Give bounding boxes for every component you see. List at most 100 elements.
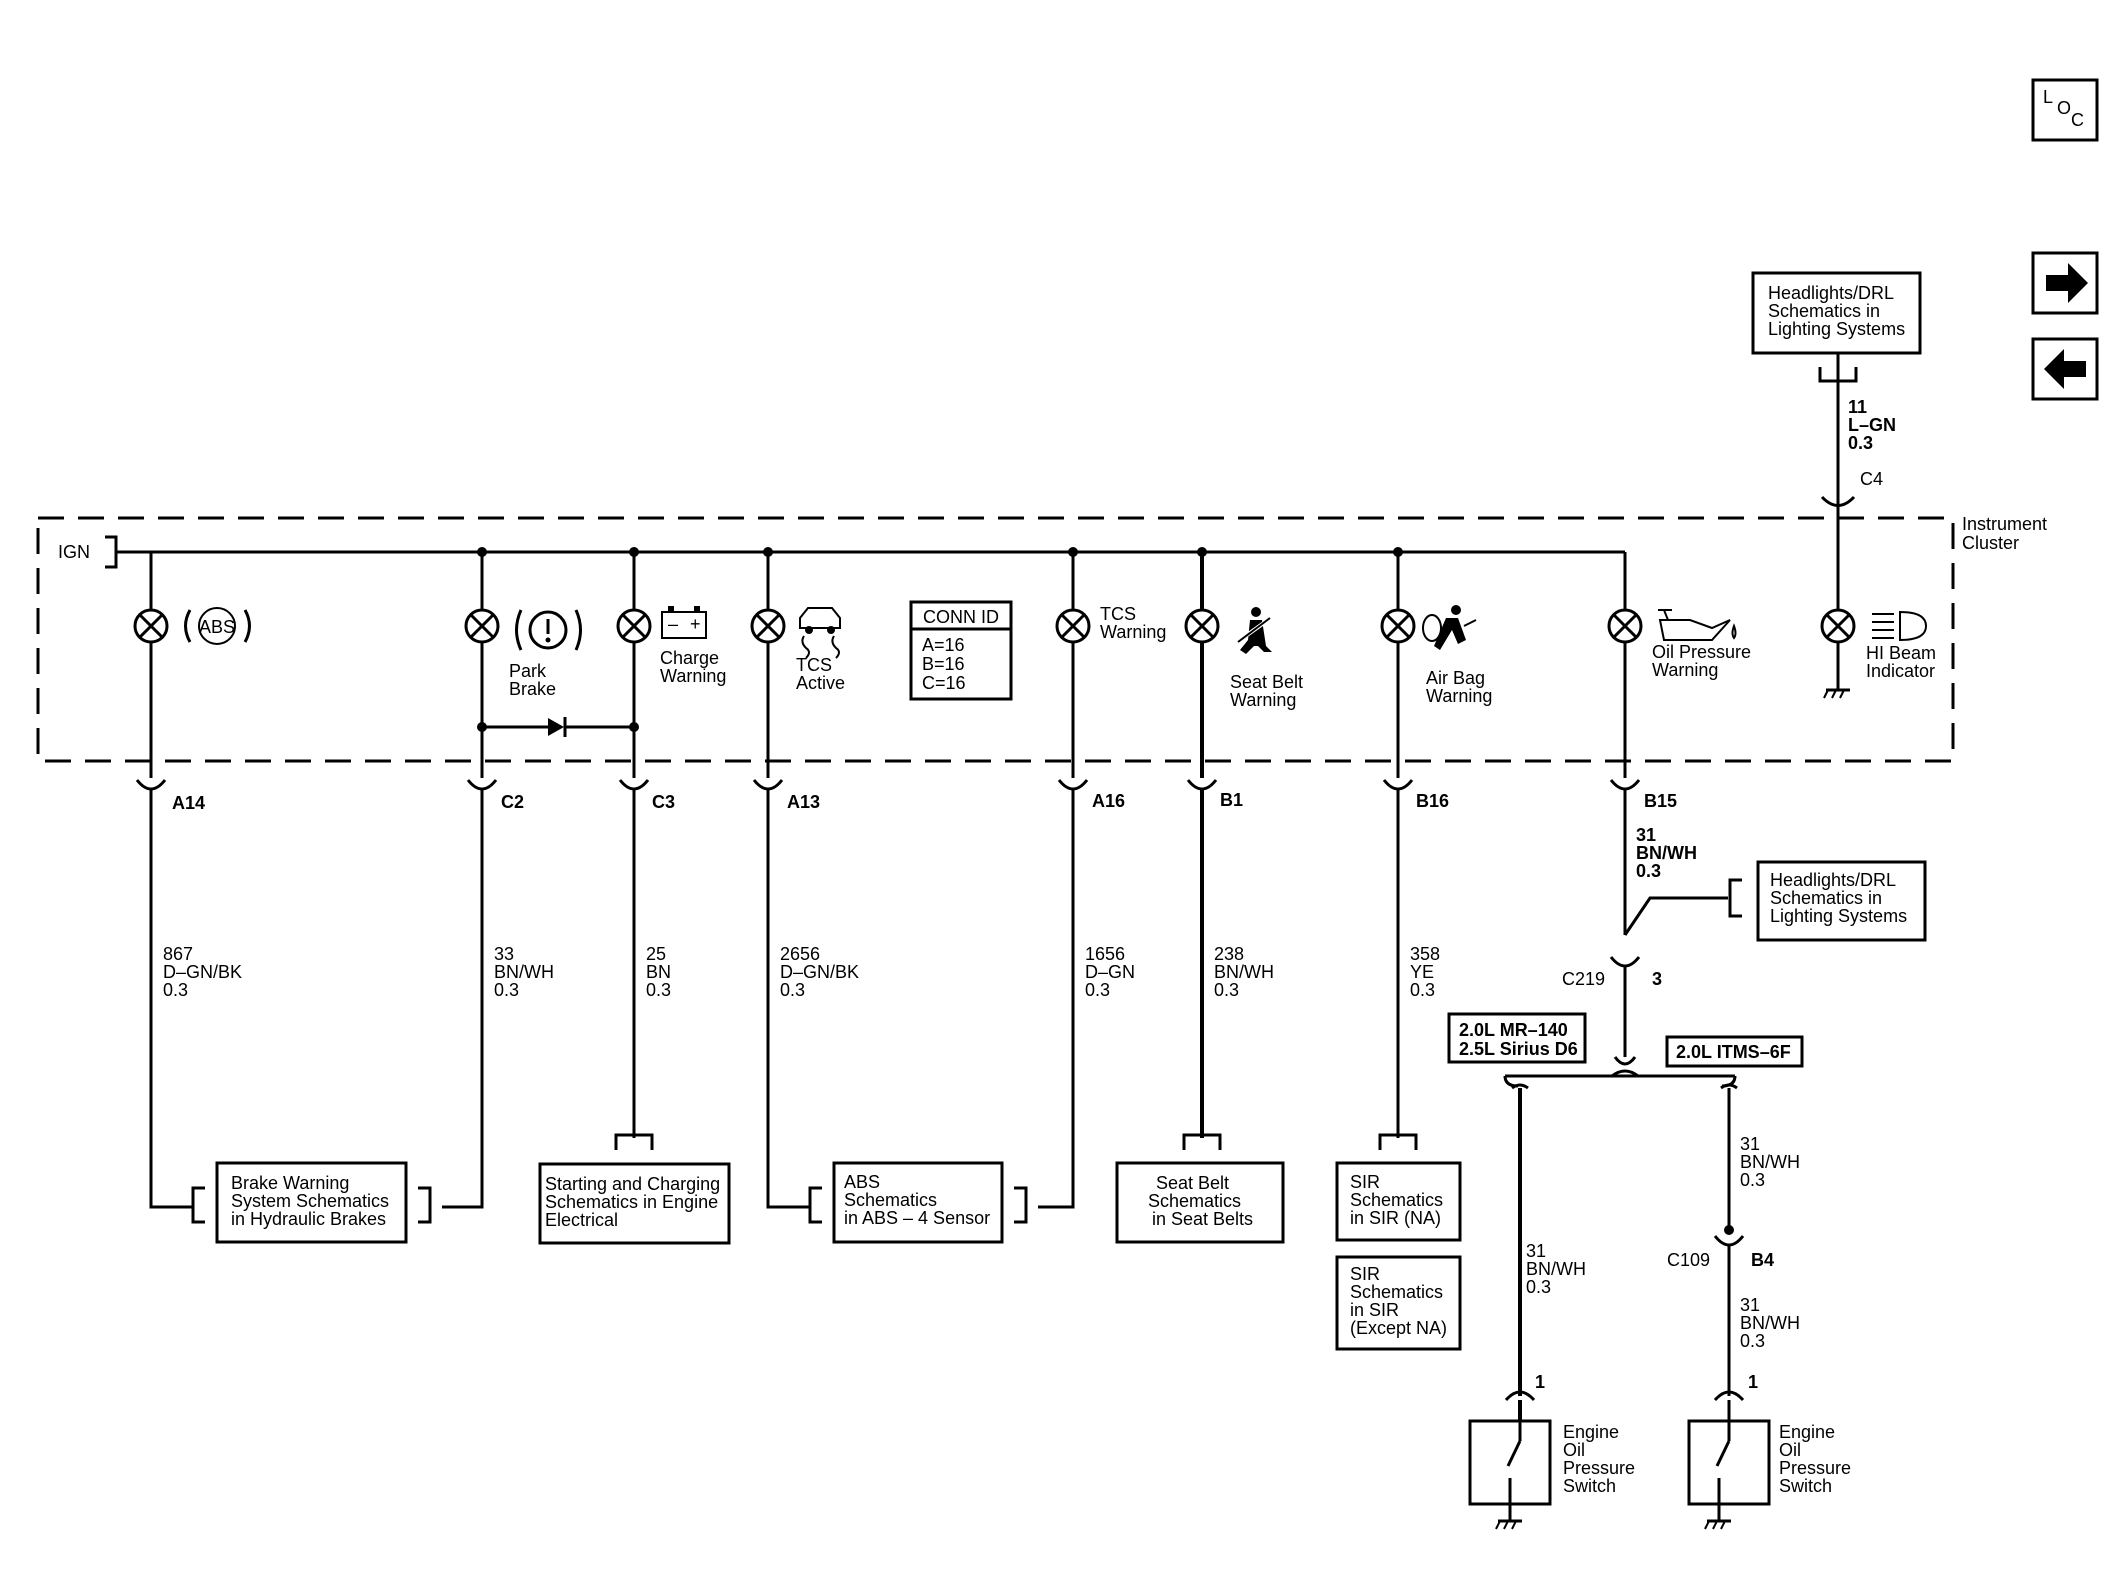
svg-text:0.3: 0.3 [1848,433,1873,453]
svg-text:Brake Warning: Brake Warning [231,1173,349,1193]
engine-variant-left: 2.0L MR–140 2.5L Sirius D6 [1447,1012,1587,1064]
svg-text:Active: Active [796,673,845,693]
back-button[interactable] [2031,337,2099,401]
svg-text:ABS: ABS [844,1172,880,1192]
svg-text:Lighting Systems: Lighting Systems [1770,906,1907,926]
wire-a14-label: 867 [163,944,193,964]
hi-beam-indicator-label: HI Beam [1866,643,1936,663]
svg-text:0.3: 0.3 [780,980,805,1000]
lamp-seat-belt [1184,608,1220,644]
svg-text:–: – [668,614,678,634]
loc-letter-l: L [2043,87,2053,107]
svg-text:Warning: Warning [1100,622,1166,642]
wire-c4-circuit: 11 [1848,397,1867,417]
ref-sir-except-na[interactable]: SIR Schematics in SIR (Except NA) [1335,1255,1462,1351]
switch-right-label: Engine [1779,1422,1835,1442]
ref-headlights-mid[interactable]: Headlights/DRL Schematics in Lighting Sy… [1728,860,1927,942]
svg-text:0.3: 0.3 [1740,1331,1765,1351]
svg-text:2.5L Sirius D6: 2.5L Sirius D6 [1459,1039,1578,1059]
hi-beam-circuit [1820,352,1856,699]
cluster-connectors [135,779,1641,791]
ref-starting-charging[interactable]: Starting and Charging Schematics in Engi… [538,1133,731,1245]
connector-c219 [1609,956,1641,1057]
svg-text:0.3: 0.3 [1740,1170,1765,1190]
air-bag-warning-label: Air Bag [1426,668,1485,688]
svg-text:0.3: 0.3 [494,980,519,1000]
loc-button[interactable]: L O C [2031,78,2101,144]
wire-right-lower-label: 31 [1740,1295,1760,1315]
diode-link [477,717,639,737]
park-brake-label: Park [509,661,547,681]
svg-text:Schematics in: Schematics in [1768,301,1880,321]
lamp-charge [616,608,652,644]
svg-text:YE: YE [1410,962,1434,982]
branch-right [1713,1083,1745,1421]
svg-text:System Schematics: System Schematics [231,1191,389,1211]
ref-abs[interactable]: ABS Schematics in ABS – 4 Sensor [808,1161,1028,1244]
cluster-label: Instrument [1962,514,2047,534]
ref-sir-na[interactable]: SIR Schematics in SIR (NA) [1335,1133,1462,1242]
svg-text:in Seat Belts: in Seat Belts [1152,1209,1253,1229]
ref-headlights-top[interactable]: Headlights/DRL Schematics in Lighting Sy… [1751,271,1922,383]
ref-brake-warning[interactable]: Brake Warning System Schematics in Hydra… [191,1161,432,1244]
svg-text:Warning: Warning [1652,660,1718,680]
hi-beam-icon [1872,610,1928,642]
svg-text:D–GN/BK: D–GN/BK [163,962,242,982]
engine-variant-right: 2.0L ITMS–6F [1665,1035,1804,1068]
svg-text:BN/WH: BN/WH [1636,843,1697,863]
svg-text:SIR: SIR [1350,1172,1380,1192]
svg-text:Warning: Warning [660,666,726,686]
pin-c219: C219 [1562,969,1605,989]
air-bag-icon [1422,605,1477,650]
wire-left-label: 31 [1526,1241,1546,1261]
svg-text:BN/WH: BN/WH [1526,1259,1586,1279]
svg-text:B=16: B=16 [922,654,965,674]
park-brake-icon [515,609,582,651]
svg-text:2.0L ITMS–6F: 2.0L ITMS–6F [1676,1042,1791,1062]
svg-text:BN/WH: BN/WH [1740,1152,1800,1172]
svg-text:D–GN: D–GN [1085,962,1135,982]
svg-text:Oil: Oil [1779,1440,1801,1460]
pin-c4: C4 [1860,469,1883,489]
wire-c2 [442,790,484,1209]
svg-text:in Hydraulic Brakes: in Hydraulic Brakes [231,1209,386,1229]
svg-text:Switch: Switch [1779,1476,1832,1496]
tcs-warning-label: TCS [1100,604,1136,624]
loc-letter-c: C [2071,110,2084,130]
wire-a13 [766,790,810,1209]
svg-text:Starting and Charging: Starting and Charging [545,1174,720,1194]
oil-can-icon [1658,609,1737,641]
svg-text:in ABS – 4 Sensor: in ABS – 4 Sensor [844,1208,990,1228]
svg-text:CONN ID: CONN ID [923,607,999,627]
svg-text:BN/WH: BN/WH [494,962,554,982]
ref-seat-belts[interactable]: Seat Belt Schematics in Seat Belts [1115,1133,1285,1244]
oil-pressure-switch-right [1687,1419,1771,1530]
svg-text:0.3: 0.3 [1085,980,1110,1000]
svg-text:Indicator: Indicator [1866,661,1935,681]
svg-text:Headlights/DRL: Headlights/DRL [1770,870,1896,890]
pin-a16: A16 [1092,791,1125,811]
svg-text:ABS: ABS [199,617,235,637]
branch-left [1504,1083,1536,1421]
lamp-tcs-warning [1055,608,1091,644]
wire-a14 [149,790,193,1209]
charge-warning-label: Charge [660,648,719,668]
svg-text:D–GN/BK: D–GN/BK [780,962,859,982]
forward-button[interactable] [2031,251,2099,315]
wire-b15-label: 31 [1636,825,1656,845]
oil-pressure-switch-left [1468,1419,1552,1530]
lamp-air-bag [1380,608,1416,644]
arrow-right-icon [2046,263,2088,303]
svg-text:+: + [690,614,701,634]
svg-text:in SIR: in SIR [1350,1300,1399,1320]
svg-text:Switch: Switch [1563,1476,1616,1496]
svg-text:Pressure: Pressure [1563,1458,1635,1478]
svg-text:Oil: Oil [1563,1440,1585,1460]
svg-text:Seat Belt: Seat Belt [1156,1173,1229,1193]
svg-text:Schematics: Schematics [1350,1190,1443,1210]
svg-text:Schematics in Engine: Schematics in Engine [545,1192,718,1212]
svg-text:BN/WH: BN/WH [1214,962,1274,982]
svg-text:BN/WH: BN/WH [1740,1313,1800,1333]
ign-label: IGN [58,542,90,562]
